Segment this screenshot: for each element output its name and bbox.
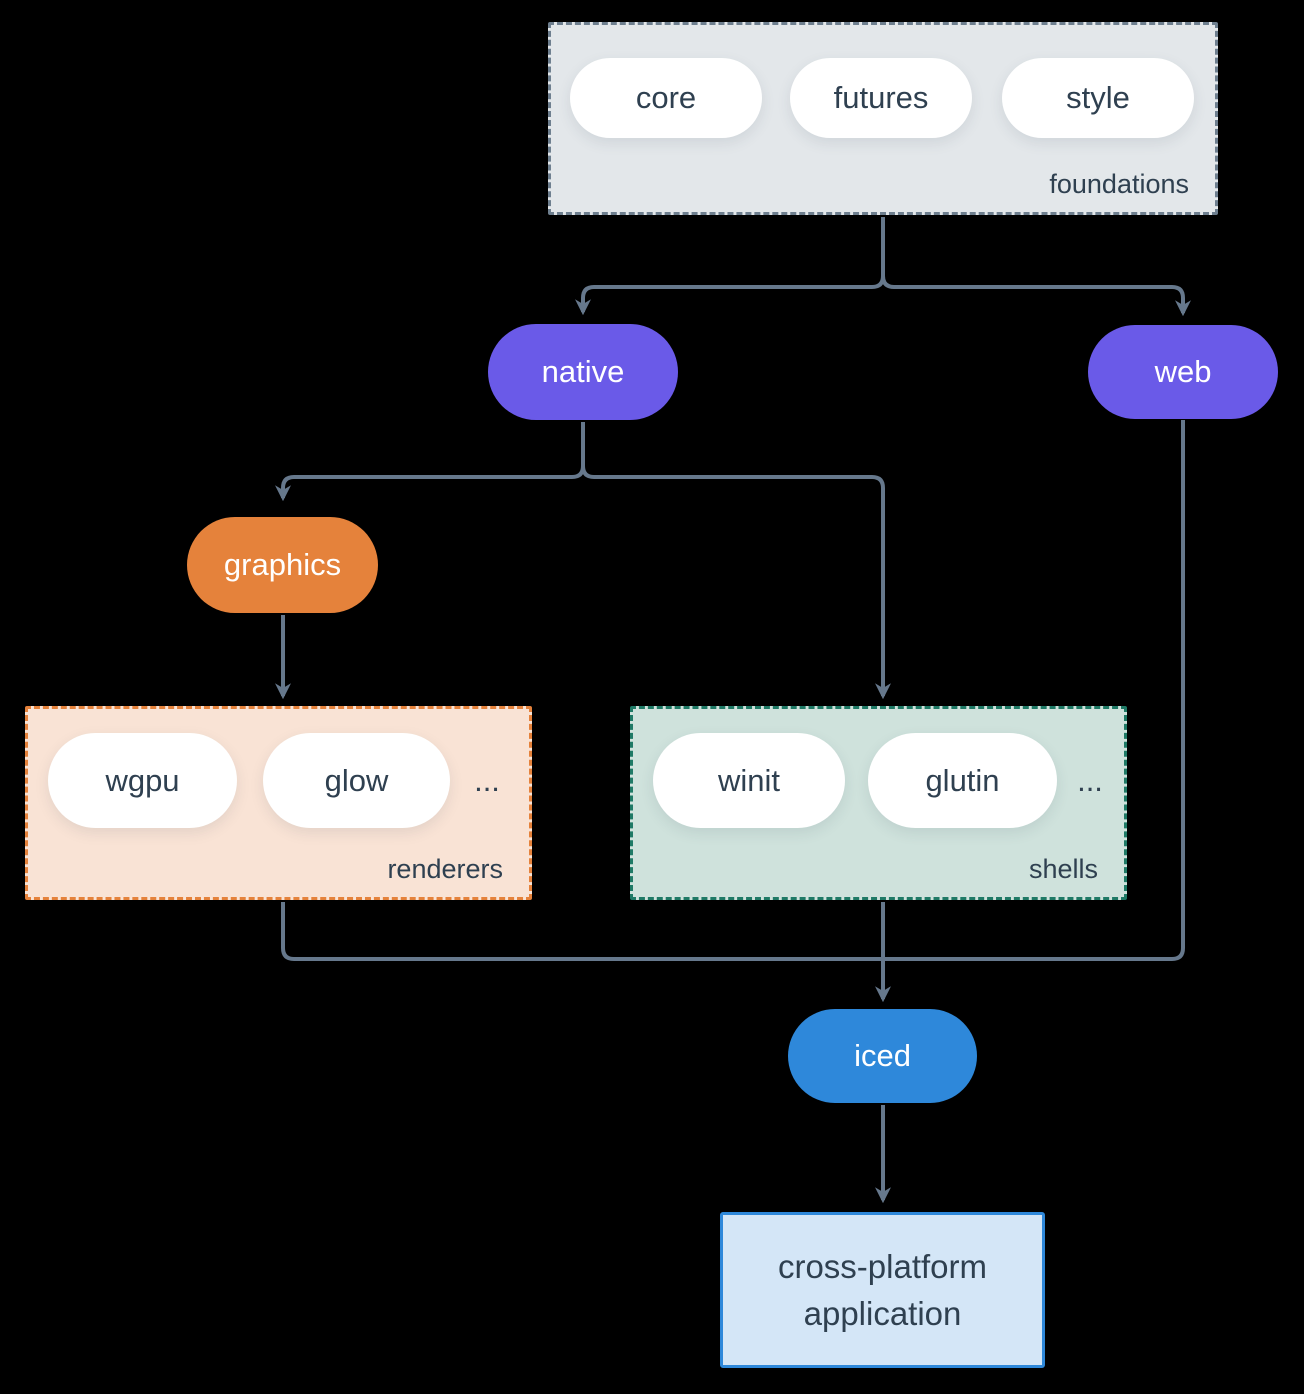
wgpu-pill-label: wgpu — [105, 762, 180, 798]
web-node-label: web — [1154, 354, 1212, 389]
graphics-node: graphics — [187, 517, 378, 613]
wgpu-pill: wgpu — [48, 733, 237, 828]
iced-node: iced — [788, 1009, 977, 1103]
edge-native-graphics — [275, 422, 585, 502]
edge-foundations-native — [575, 217, 885, 316]
application-box: cross-platform application — [720, 1212, 1045, 1368]
native-node: native — [488, 324, 678, 420]
style-pill-label: style — [1066, 80, 1130, 115]
style-pill: style — [1002, 58, 1194, 138]
application-label-line2: application — [803, 1295, 962, 1332]
futures-pill: futures — [790, 58, 972, 138]
glutin-pill-label: glutin — [925, 762, 1000, 798]
foundations-label: foundations — [1049, 169, 1189, 199]
renderers-ellipsis: ... — [474, 762, 500, 798]
graphics-node-label: graphics — [223, 547, 342, 582]
core-pill: core — [570, 58, 762, 138]
application-label-line1: cross-platform — [777, 1248, 988, 1285]
core-pill-label: core — [635, 80, 697, 115]
shells-ellipsis: ... — [1077, 762, 1103, 798]
winit-pill: winit — [653, 733, 845, 828]
glow-pill: glow — [263, 733, 450, 828]
edge-foundations-web — [881, 217, 1191, 317]
native-node-label: native — [541, 354, 625, 389]
edge-native-shells — [581, 422, 891, 700]
edge-web-merge — [883, 420, 1185, 961]
web-node: web — [1088, 325, 1278, 419]
glutin-pill: glutin — [868, 733, 1057, 828]
renderers-label: renderers — [387, 854, 503, 884]
winit-pill-label: winit — [717, 762, 780, 798]
iced-node-label: iced — [854, 1038, 911, 1073]
glow-pill-label: glow — [324, 762, 389, 798]
futures-pill-label: futures — [833, 80, 929, 115]
shells-label: shells — [1028, 854, 1098, 884]
edge-renderers-merge — [281, 902, 883, 961]
